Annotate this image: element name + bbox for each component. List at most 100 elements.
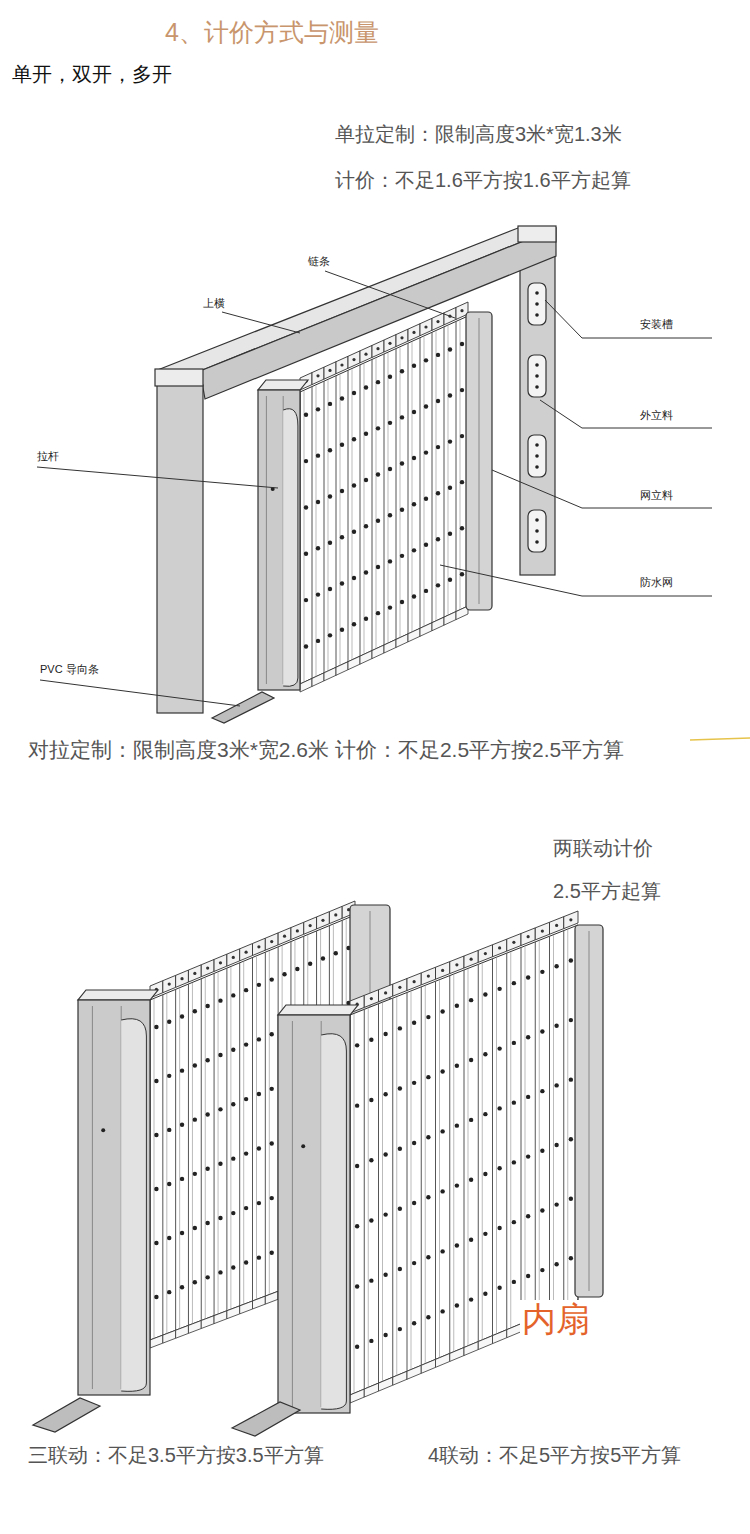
chain-link bbox=[393, 979, 407, 997]
bottom-rail bbox=[384, 639, 396, 653]
cord-dot bbox=[455, 1064, 459, 1068]
cord-dot bbox=[424, 589, 428, 593]
price-note: 2.5平方起算 bbox=[553, 879, 661, 903]
bottom-rail bbox=[420, 623, 432, 637]
chain-link bbox=[432, 313, 444, 330]
cord-dot bbox=[469, 998, 473, 1002]
leader-line bbox=[540, 400, 712, 428]
cord-dot bbox=[304, 505, 308, 509]
cord-dot bbox=[412, 594, 416, 598]
cord-dot bbox=[440, 1129, 444, 1133]
chain-pin bbox=[384, 991, 387, 994]
cord-dot bbox=[426, 1255, 430, 1259]
cord-dot bbox=[569, 1137, 573, 1141]
chain-link bbox=[478, 945, 492, 963]
cord-dot bbox=[400, 415, 404, 419]
mesh-post bbox=[575, 925, 603, 1297]
cord-dot bbox=[218, 1162, 222, 1166]
cord-dot bbox=[398, 1327, 402, 1331]
cord-dot bbox=[424, 496, 428, 500]
cord-dot bbox=[436, 491, 440, 495]
pleat-line bbox=[162, 995, 163, 1335]
bottom-rail bbox=[379, 1377, 393, 1391]
install-slot bbox=[528, 283, 546, 325]
chain-pin bbox=[527, 935, 530, 938]
cord-dot bbox=[412, 410, 416, 414]
cord-dot bbox=[270, 1032, 274, 1036]
panel-name: 内扇 bbox=[520, 1300, 592, 1341]
bottom-rail bbox=[478, 1336, 492, 1350]
cord-dot bbox=[180, 1285, 184, 1289]
part-name: 拉杆 bbox=[37, 450, 59, 463]
cord-dot bbox=[412, 1141, 416, 1145]
cord-dot bbox=[383, 1273, 387, 1277]
cord-dot bbox=[512, 981, 516, 985]
chain-pin bbox=[244, 951, 247, 954]
cord-dot bbox=[526, 1035, 530, 1039]
cord-dot bbox=[440, 1249, 444, 1253]
pleat-line bbox=[535, 942, 536, 1318]
cord-dot bbox=[257, 1037, 261, 1041]
bar-cap bbox=[258, 380, 308, 390]
bottom-rail bbox=[432, 617, 444, 631]
cord-dot bbox=[205, 1221, 209, 1225]
cord-dot bbox=[424, 450, 428, 454]
chain-pin bbox=[257, 945, 260, 948]
cord-dot bbox=[398, 1207, 402, 1211]
pleat-line bbox=[460, 320, 461, 610]
cord-dot bbox=[424, 404, 428, 408]
cord-dot bbox=[193, 1117, 197, 1121]
cord-dot bbox=[376, 426, 380, 430]
cord-dot bbox=[448, 485, 452, 489]
cord-dot bbox=[270, 1141, 274, 1145]
door-types: 单开，双开，多开 bbox=[12, 62, 172, 86]
chain-pin bbox=[388, 342, 391, 345]
chain-pin bbox=[328, 369, 331, 372]
pleat-line bbox=[492, 959, 493, 1336]
guide-strip bbox=[212, 692, 274, 723]
divider-line bbox=[690, 738, 750, 740]
cord-dot bbox=[436, 537, 440, 541]
cord-dot bbox=[364, 524, 368, 528]
pleat-line bbox=[226, 968, 227, 1311]
pleat-line bbox=[376, 358, 377, 649]
leader-line bbox=[222, 312, 300, 333]
cord-dot bbox=[512, 1220, 516, 1224]
cord-dot bbox=[205, 1112, 209, 1116]
bottom-rail bbox=[348, 656, 360, 670]
bottom-rail bbox=[163, 1330, 176, 1343]
cord-dot bbox=[369, 1037, 373, 1041]
chain-pin bbox=[180, 977, 183, 980]
cord-dot bbox=[154, 1187, 158, 1191]
cord-dot bbox=[440, 1309, 444, 1313]
cord-dot bbox=[193, 1172, 197, 1176]
cord-dot bbox=[426, 1315, 430, 1319]
cord-dot bbox=[398, 1267, 402, 1271]
cord-dot bbox=[364, 385, 368, 389]
cord-dot bbox=[231, 1102, 235, 1106]
install-slot bbox=[528, 510, 546, 552]
pleat-line bbox=[444, 327, 445, 617]
chain-link bbox=[240, 944, 253, 961]
pleat-line bbox=[510, 952, 511, 1329]
cord-dot bbox=[316, 592, 320, 596]
cord-dot bbox=[388, 605, 392, 609]
pleat-line bbox=[482, 963, 483, 1340]
cord-dot bbox=[412, 1081, 416, 1085]
cord-dot bbox=[257, 1201, 261, 1205]
slot-hole bbox=[535, 374, 539, 378]
cord-dot bbox=[436, 583, 440, 587]
cord-dot bbox=[483, 1052, 487, 1056]
pleat-line bbox=[179, 988, 180, 1329]
pleat-line bbox=[449, 976, 450, 1354]
cord-dot bbox=[328, 494, 332, 498]
cord-dot bbox=[257, 983, 261, 987]
cord-dot bbox=[244, 1042, 248, 1046]
cord-dot bbox=[154, 1133, 158, 1137]
cord-dot bbox=[383, 1212, 387, 1216]
install-slot bbox=[528, 435, 546, 477]
bottom-rail bbox=[214, 1311, 227, 1324]
cord-dot bbox=[426, 1075, 430, 1079]
cord-dot bbox=[369, 1158, 373, 1162]
